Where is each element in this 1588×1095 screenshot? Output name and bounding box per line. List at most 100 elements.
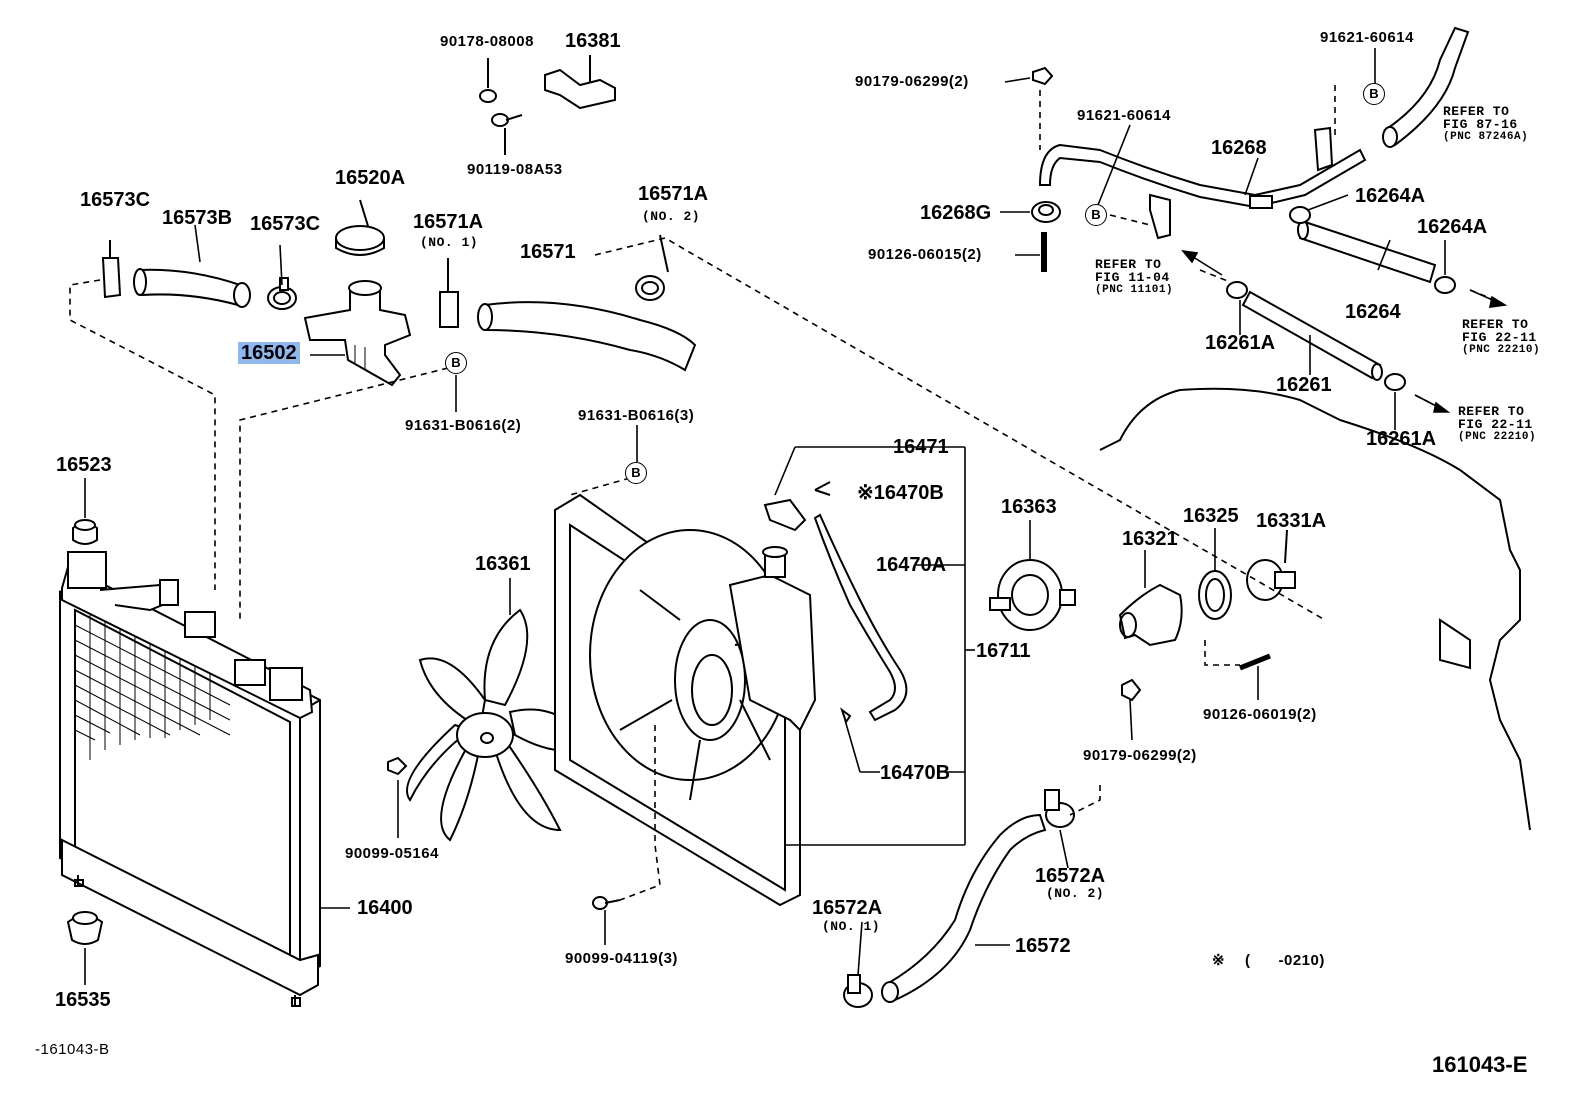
part-label-91631-b0616-2[interactable]: 91631-B0616(2)	[405, 417, 522, 434]
part-label-90126-06015[interactable]: 90126-06015(2)	[868, 246, 982, 263]
ref-line: REFER TO	[1458, 404, 1525, 419]
part-label-16325[interactable]: 16325	[1183, 505, 1239, 527]
part-label-16573c-left[interactable]: 16573C	[80, 189, 151, 211]
part-label-16268[interactable]: 16268	[1211, 137, 1267, 159]
part-label-16573b[interactable]: 16573B	[162, 207, 233, 229]
nut-90179-upper-drawing	[1032, 66, 1054, 86]
part-label-16571a-no2[interactable]: 16571A	[638, 183, 709, 205]
part-label-16572a-no2[interactable]: 16572A	[1035, 865, 1106, 887]
dashed-lines	[69, 85, 1496, 901]
cushion-16535-drawing	[66, 911, 104, 945]
part-label-16470a[interactable]: 16470A	[876, 554, 947, 576]
part-label-16363[interactable]: 16363	[1001, 496, 1057, 518]
part-label-16471[interactable]: 16471	[893, 436, 949, 458]
clamp-16572A-no2-drawing	[1044, 789, 1075, 828]
clip-16470B-drawing	[814, 481, 831, 496]
part-note-16572a-no2: (NO. 2)	[1046, 886, 1105, 901]
marker-b-center: B	[625, 462, 647, 484]
fan-16361-drawing	[406, 608, 592, 842]
ref-arrows	[1181, 249, 1508, 413]
ref-line: REFER TO	[1443, 104, 1510, 119]
part-label-16321[interactable]: 16321	[1122, 528, 1178, 550]
part-label-16523[interactable]: 16523	[56, 454, 112, 476]
part-label-16381[interactable]: 16381	[565, 30, 621, 52]
gasket-16268G-drawing	[1031, 201, 1061, 223]
ref-line: (PNC 22210)	[1458, 431, 1537, 443]
part-label-16572a-no1[interactable]: 16572A	[812, 897, 883, 919]
part-label-90099-04119[interactable]: 90099-04119(3)	[565, 950, 678, 967]
part-label-16261a-b[interactable]: 16261A	[1366, 428, 1437, 450]
part-label-16400[interactable]: 16400	[357, 897, 413, 919]
nut-90178-drawing	[479, 58, 497, 103]
part-label-91621-60614-mid[interactable]: 91621-60614	[1077, 107, 1171, 124]
part-label-16261[interactable]: 16261	[1276, 374, 1332, 396]
pipe-16268-drawing	[1038, 126, 1367, 240]
cap-16520A-drawing	[335, 199, 385, 256]
part-label-16520a[interactable]: 16520A	[335, 167, 406, 189]
diagram-code-right: 161043-E	[1432, 1052, 1528, 1077]
part-label-90099-05164[interactable]: 90099-05164	[345, 845, 439, 862]
radiator-cap-16523-drawing	[72, 519, 98, 545]
part-label-16470b-star[interactable]: ※16470B	[857, 483, 944, 503]
part-label-16711[interactable]: 16711	[976, 640, 1031, 662]
part-label-90179-06299-upper[interactable]: 90179-06299(2)	[855, 73, 969, 90]
part-label-16571[interactable]: 16571	[520, 241, 576, 263]
engine-outline-drawing	[1099, 387, 1531, 831]
part-label-16264a-a[interactable]: 16264A	[1355, 185, 1426, 207]
marker-b-left: B	[445, 352, 467, 374]
part-note-16572a-no1: (NO. 1)	[822, 919, 881, 934]
gasket-16325-drawing	[1198, 570, 1232, 620]
ref-fig-22-11-a[interactable]: REFER TO FIG 22-11 (PNC 22210)	[1462, 318, 1540, 357]
clamp-16572A-no1-drawing	[843, 974, 873, 1008]
note-range: ( -0210)	[1245, 952, 1325, 969]
part-label-16361[interactable]: 16361	[475, 553, 531, 575]
part-label-16264a-b[interactable]: 16264A	[1417, 216, 1488, 238]
hose-16261-drawing	[1241, 290, 1383, 381]
part-label-90179-06299-lower[interactable]: 90179-06299(2)	[1083, 747, 1197, 764]
radiator-drawing	[59, 551, 321, 1007]
reservoir-cap-16471-drawing	[763, 498, 807, 532]
outlet-16321-drawing	[1118, 583, 1183, 647]
part-label-16331a[interactable]: 16331A	[1256, 510, 1327, 532]
part-label-16535[interactable]: 16535	[55, 989, 111, 1011]
part-label-16470b-lower[interactable]: 16470B	[880, 762, 951, 784]
nut-90099-05164-drawing	[387, 756, 408, 776]
part-label-90119-08a53[interactable]: 90119-08A53	[467, 161, 563, 178]
stud-90126-06019-drawing	[1239, 653, 1271, 671]
clamp-16261A-b-drawing	[1384, 373, 1406, 391]
part-label-16571a-no1[interactable]: 16571A	[413, 211, 484, 233]
bolt-90099-04119-drawing	[592, 896, 621, 910]
part-label-16268g[interactable]: 16268G	[920, 202, 992, 224]
clamp-16573C-right-drawing	[267, 277, 297, 310]
part-label-16470b-top-text: 16470B	[873, 482, 944, 504]
ref-fig-11-04[interactable]: REFER TO FIG 11-04 (PNC 11101)	[1095, 258, 1173, 297]
ref-line: (PNC 11101)	[1095, 284, 1174, 296]
part-label-16572[interactable]: 16572	[1015, 935, 1071, 957]
hose-16573B-drawing	[133, 268, 251, 308]
ref-line: FIG 87-16	[1443, 117, 1518, 132]
filler-neck-16502-drawing	[303, 280, 412, 387]
part-label-91621-60614-top[interactable]: 91621-60614	[1320, 29, 1414, 46]
hose-upper-right-drawing	[1382, 26, 1470, 148]
part-label-91631-b0616-3[interactable]: 91631-B0616(3)	[578, 407, 695, 424]
bracket-16381-drawing	[544, 55, 616, 110]
ref-line: FIG 22-11	[1462, 330, 1537, 345]
ref-fig-22-11-b[interactable]: REFER TO FIG 22-11 (PNC 22210)	[1458, 405, 1536, 444]
clamp-16571A-no2-drawing	[635, 234, 669, 301]
note-symbol: ※	[1212, 952, 1226, 969]
part-label-16573c-right[interactable]: 16573C	[250, 213, 321, 235]
leader-lines	[84, 48, 1446, 985]
diagram-code-left: -161043-B	[35, 1041, 110, 1058]
part-label-90178-08008[interactable]: 90178-08008	[440, 33, 534, 50]
part-label-90126-06019[interactable]: 90126-06019(2)	[1203, 706, 1317, 723]
part-label-16264[interactable]: 16264	[1345, 301, 1401, 323]
ref-line: REFER TO	[1462, 317, 1529, 332]
marker-b-upper: B	[1085, 204, 1107, 226]
part-label-16502-highlighted[interactable]: 16502	[238, 342, 300, 364]
clamp-16573C-left-drawing	[101, 240, 122, 299]
reservoir-drawing	[728, 546, 817, 732]
hose-16572-drawing	[881, 813, 1047, 1003]
ref-fig-87-16[interactable]: REFER TO FIG 87-16 (PNC 87246A)	[1443, 105, 1528, 144]
part-label-16261a-a[interactable]: 16261A	[1205, 332, 1276, 354]
